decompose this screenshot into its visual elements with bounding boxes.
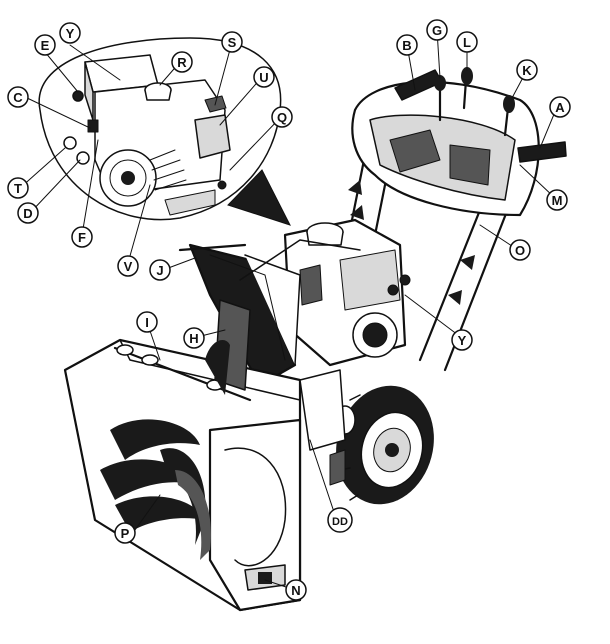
callout-label: V	[124, 259, 133, 274]
callout-Q: Q	[271, 106, 293, 128]
callout-H: H	[183, 327, 205, 349]
callout-label: Q	[277, 110, 287, 125]
auger-blades	[100, 419, 211, 560]
frame	[299, 369, 346, 451]
main-engine	[283, 218, 411, 367]
callout-F: F	[71, 226, 93, 248]
callout-label: N	[291, 583, 300, 598]
callout-J: J	[149, 259, 171, 281]
callout-U: U	[253, 66, 275, 88]
callout-label: H	[189, 331, 198, 346]
callout-label: Y	[458, 333, 467, 348]
callout-label: Y	[66, 26, 75, 41]
callout-label: I	[145, 315, 149, 330]
callout-T: T	[7, 177, 29, 199]
callout-S: S	[221, 31, 243, 53]
callout-label: D	[23, 206, 32, 221]
callout-label: T	[14, 181, 22, 196]
callout-Y-main: Y	[451, 329, 473, 351]
leader-lines	[19, 29, 558, 589]
callout-C: C	[7, 86, 29, 108]
auger-housing	[63, 299, 302, 612]
callout-label: C	[13, 90, 23, 105]
callout-L: L	[456, 31, 478, 53]
callout-E: E	[34, 34, 56, 56]
callout-G: G	[426, 19, 448, 41]
callout-D: D	[17, 202, 39, 224]
callout-label: P	[121, 526, 130, 541]
callout-label: S	[228, 35, 237, 50]
callout-label: R	[177, 55, 187, 70]
callout-label: O	[515, 243, 525, 258]
callout-N: N	[285, 579, 307, 601]
callout-K: K	[516, 59, 538, 81]
callout-label: B	[402, 38, 411, 53]
callout-V: V	[117, 255, 139, 277]
wheel	[334, 385, 434, 505]
callout-M: M	[546, 189, 568, 211]
callout-B: B	[396, 34, 418, 56]
callout-label: K	[522, 63, 532, 78]
callout-label: DD	[332, 516, 348, 528]
callout-O: O	[509, 239, 531, 261]
callout-label: J	[156, 263, 163, 278]
callout-P: P	[114, 522, 136, 544]
callout-DD: DD	[327, 507, 353, 533]
callout-label: E	[41, 38, 50, 53]
engine-detail-inset	[38, 37, 291, 226]
callout-I: I	[136, 311, 158, 333]
callout-Y-inset: Y	[59, 22, 81, 44]
callout-label: G	[432, 23, 442, 38]
callout-A: A	[549, 96, 571, 118]
callout-label: L	[463, 35, 471, 50]
callout-label: U	[259, 70, 268, 85]
callout-R: R	[171, 51, 193, 73]
frame-bracket	[329, 449, 346, 486]
callout-label: A	[555, 100, 565, 115]
callout-label: M	[552, 193, 563, 208]
callout-label: F	[78, 230, 86, 245]
